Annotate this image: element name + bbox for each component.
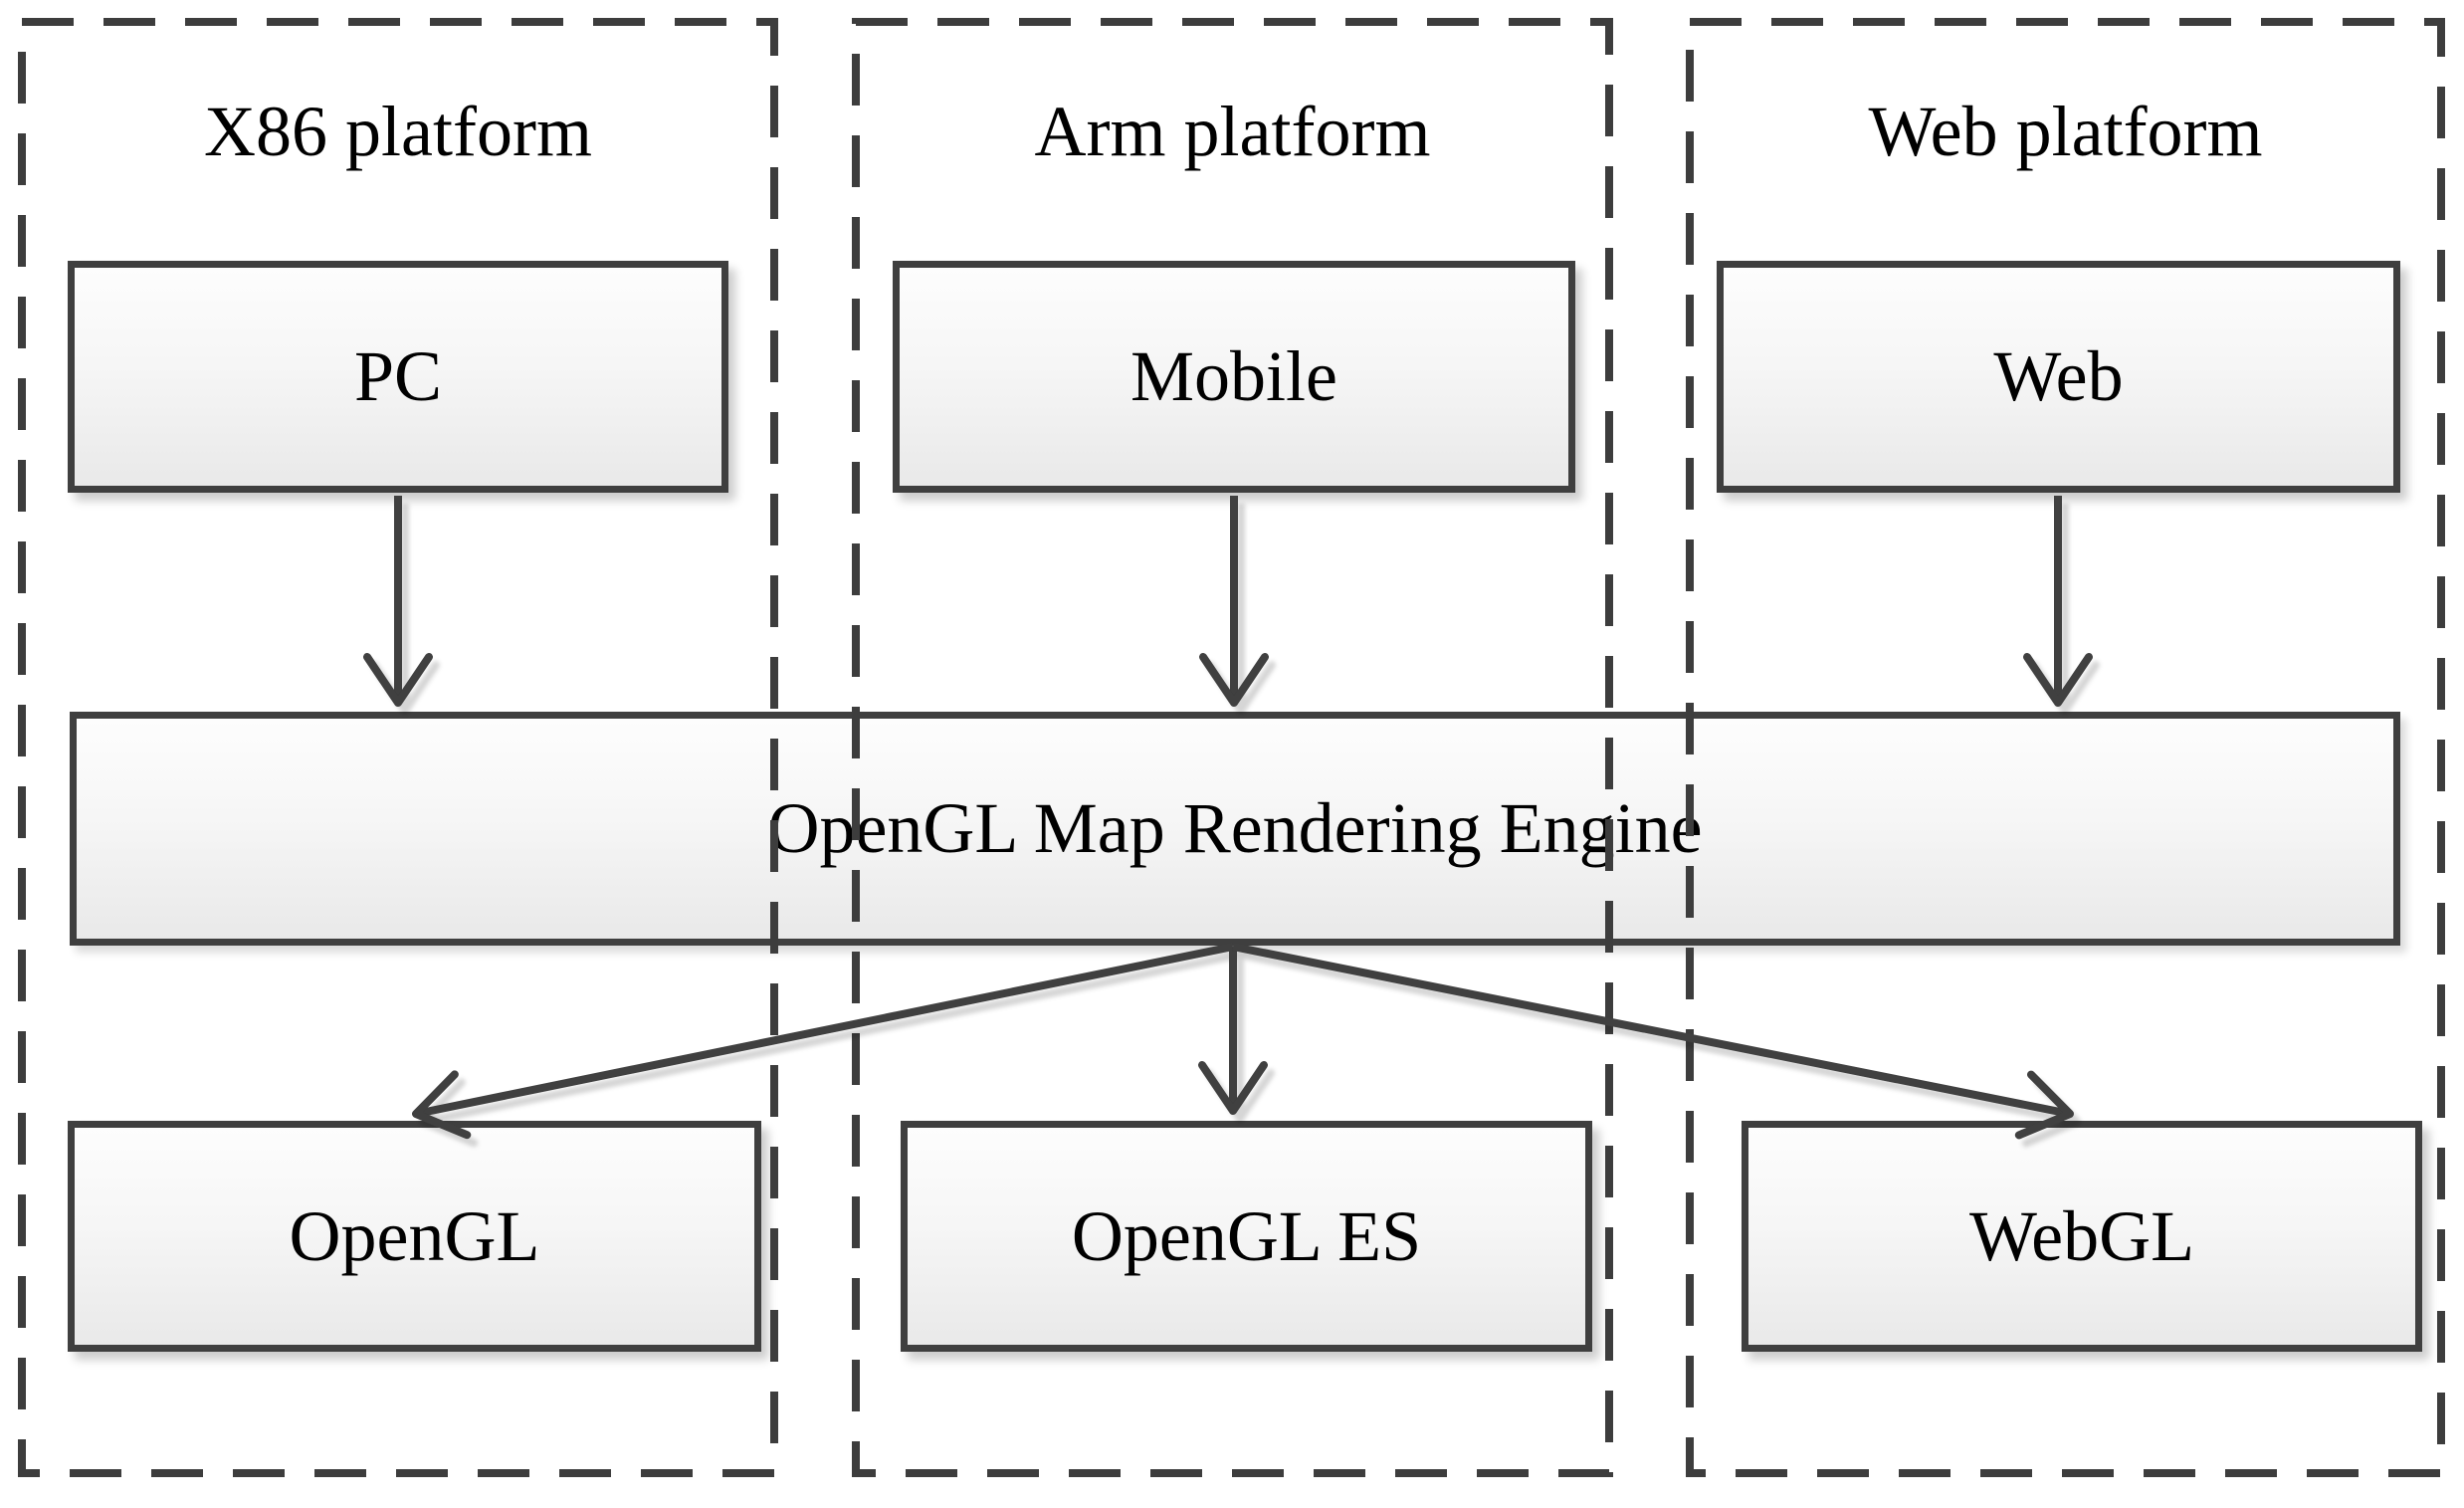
opengl-es-box: OpenGL ES: [901, 1121, 1592, 1352]
webgl-box-label: WebGL: [1968, 1195, 2195, 1276]
webgl-box: WebGL: [1742, 1121, 2422, 1352]
column-title-arm: Arm platform: [1034, 92, 1431, 171]
mobile-box: Mobile: [893, 261, 1575, 493]
opengl-box-label: OpenGL: [289, 1195, 540, 1276]
pc-box-label: PC: [353, 336, 443, 416]
arrow-engine-to-webgl: [1232, 943, 2074, 1140]
pc-box: PC: [68, 261, 728, 493]
web-box-label: Web: [1993, 336, 2124, 416]
opengl-box: OpenGL: [68, 1121, 761, 1352]
opengl-es-box-label: OpenGL ES: [1071, 1195, 1422, 1276]
column-title-x86: X86 platform: [204, 92, 592, 171]
web-box: Web: [1717, 261, 2400, 493]
engine-box-label: OpenGL Map Rendering Engine: [767, 788, 1703, 868]
mobile-box-label: Mobile: [1130, 336, 1337, 416]
arrow-engine-to-opengl: [412, 943, 1234, 1140]
column-title-web: Web platform: [1868, 92, 2263, 171]
engine-box: OpenGL Map Rendering Engine: [70, 712, 2400, 946]
